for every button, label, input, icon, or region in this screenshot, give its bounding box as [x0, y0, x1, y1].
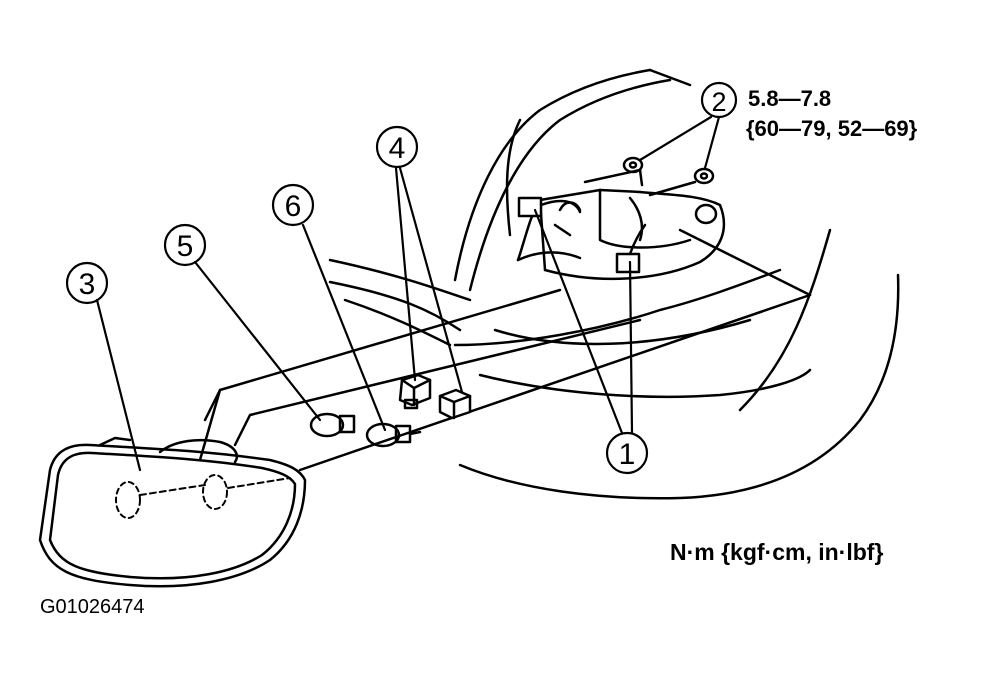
- figure-id: G01026474: [40, 596, 145, 618]
- callout-circles: [65, 81, 738, 475]
- callout-circle-4: [375, 125, 419, 169]
- callout-number-4: 4: [389, 132, 406, 165]
- callout-circle-5: [163, 223, 207, 267]
- nut-icon: [622, 156, 715, 197]
- socket-icon: [517, 196, 647, 274]
- callout-circle-1: [605, 431, 649, 475]
- torque-units: N·m {kgf·cm, in·lbf}: [670, 539, 884, 565]
- assembly-guide-lines: [198, 228, 812, 472]
- bulb-socket-icon: [398, 373, 472, 420]
- callout-number-5: 5: [177, 230, 194, 263]
- callout-number-6: 6: [285, 190, 302, 223]
- callout-circle-6: [271, 183, 315, 227]
- callout-circle-2: [700, 81, 738, 119]
- torque-alt-values: {60—79, 52—69}: [746, 116, 918, 141]
- callout-number-3: 3: [79, 268, 96, 301]
- callout-number-2: 2: [711, 87, 726, 117]
- bulb-icon: [309, 412, 422, 448]
- lens-assembly: [38, 436, 307, 588]
- leader-lines: [95, 115, 721, 472]
- callout-number-1: 1: [619, 438, 636, 471]
- callout-circle-3: [65, 261, 109, 305]
- torque-value: 5.8—7.8: [748, 86, 832, 111]
